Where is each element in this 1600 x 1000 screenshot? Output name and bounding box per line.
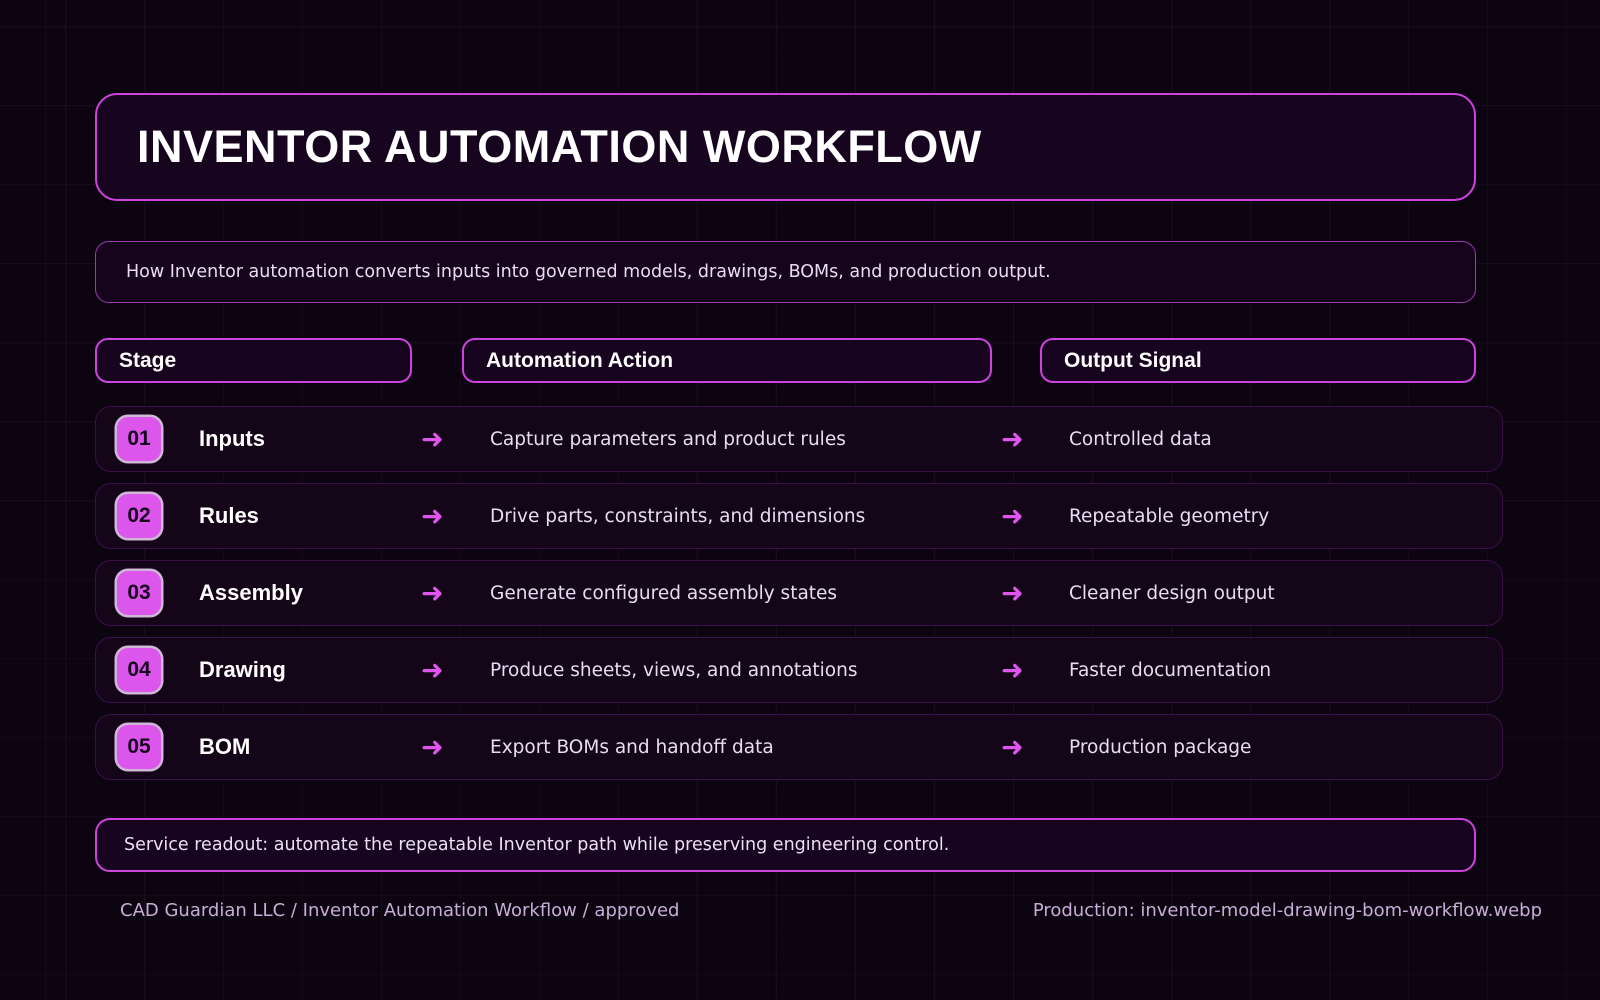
stage-name-label: Rules — [199, 503, 259, 528]
stage-name-label: Assembly — [199, 580, 303, 605]
footer-left-text: CAD Guardian LLC / Inventor Automation W… — [120, 900, 680, 921]
output-signal-text: Controlled data — [1069, 428, 1212, 450]
service-readout-text: Service readout: automate the repeatable… — [124, 835, 950, 855]
stage-name-label: Drawing — [199, 657, 286, 682]
arrow-right-icon: ➜ — [421, 577, 444, 609]
table-row[interactable]: 02 Rules ➜ Drive parts, constraints, and di… — [95, 483, 1503, 549]
arrow-right-icon: ➜ — [1001, 500, 1024, 532]
service-readout-bar: Service readout: automate the repeatable… — [95, 818, 1476, 872]
output-signal-text: Faster documentation — [1069, 659, 1272, 681]
subtitle-text: How Inventor automation converts inputs … — [126, 262, 1051, 282]
stage-number-badge: 01 — [117, 417, 161, 461]
column-header-output: Output Signal — [1040, 338, 1476, 383]
column-header-action: Automation Action — [462, 338, 992, 383]
workflow-rows: 01 Inputs ➜ Capture parameters and product … — [95, 406, 1503, 791]
subtitle-bar: How Inventor automation converts inputs … — [95, 241, 1476, 303]
stage-number-label: 03 — [127, 581, 151, 604]
table-row[interactable]: 03 Assembly ➜ Generate configured assembly … — [95, 560, 1503, 626]
column-header-action-label: Automation Action — [486, 348, 674, 372]
arrow-right-icon: ➜ — [1001, 577, 1024, 609]
output-signal-text: Cleaner design output — [1069, 582, 1275, 604]
output-signal-text: Repeatable geometry — [1069, 505, 1270, 527]
automation-action-text: Export BOMs and handoff data — [490, 736, 774, 758]
table-row[interactable]: 01 Inputs ➜ Capture parameters and product … — [95, 406, 1503, 472]
stage-number-label: 05 — [127, 735, 151, 758]
arrow-right-icon: ➜ — [421, 654, 444, 686]
page-title: INVENTOR AUTOMATION WORKFLOW — [137, 121, 982, 172]
automation-action-text: Produce sheets, views, and annotations — [490, 659, 858, 681]
stage-number-badge: 05 — [117, 725, 161, 769]
stage-number-label: 01 — [127, 427, 151, 450]
arrow-right-icon: ➜ — [1001, 423, 1024, 455]
stage-name-label: BOM — [199, 734, 251, 759]
arrow-right-icon: ➜ — [421, 423, 444, 455]
stage-number-badge: 04 — [117, 648, 161, 692]
title-bar: INVENTOR AUTOMATION WORKFLOW — [95, 93, 1476, 201]
stage-name-label: Inputs — [199, 426, 265, 451]
arrow-right-icon: ➜ — [421, 731, 444, 763]
automation-action-text: Capture parameters and product rules — [490, 428, 846, 450]
stage-number-badge: 03 — [117, 571, 161, 615]
stage-number-label: 02 — [127, 504, 151, 527]
table-row[interactable]: 05 BOM ➜ Export BOMs and handoff data ➜ Produ… — [95, 714, 1503, 780]
automation-action-text: Generate configured assembly states — [490, 582, 838, 604]
footer-right-text: Production: inventor-model-drawing-bom-w… — [1032, 900, 1542, 921]
arrow-right-icon: ➜ — [421, 500, 444, 532]
table-row[interactable]: 04 Drawing ➜ Produce sheets, views, and ann… — [95, 637, 1503, 703]
output-signal-text: Production package — [1069, 736, 1252, 758]
column-header-stage: Stage — [95, 338, 412, 383]
stage-number-badge: 02 — [117, 494, 161, 538]
arrow-right-icon: ➜ — [1001, 731, 1024, 763]
automation-action-text: Drive parts, constraints, and dimensions — [490, 505, 866, 527]
column-header-output-label: Output Signal — [1064, 348, 1202, 372]
stage-number-label: 04 — [127, 658, 151, 681]
column-header-stage-label: Stage — [119, 348, 177, 372]
arrow-right-icon: ➜ — [1001, 654, 1024, 686]
